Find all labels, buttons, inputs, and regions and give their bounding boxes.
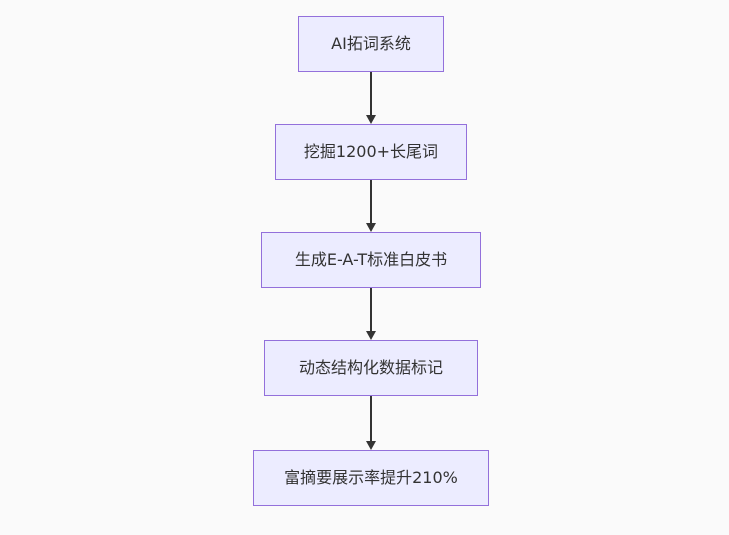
flow-arrow-1 xyxy=(365,72,377,124)
arrowhead-icon xyxy=(366,441,376,450)
arrowhead-icon xyxy=(366,115,376,124)
node-label: 富摘要展示率提升210% xyxy=(284,468,458,487)
flow-arrow-2 xyxy=(365,180,377,232)
node-label: 挖掘1200+长尾词 xyxy=(303,142,439,161)
flowchart-node-eat-whitepaper: 生成E-A-T标准白皮书 xyxy=(261,232,481,288)
flow-arrow-4 xyxy=(365,396,377,450)
arrow-line xyxy=(370,288,372,332)
node-label: 生成E-A-T标准白皮书 xyxy=(294,250,448,269)
arrow-line xyxy=(370,396,372,442)
flowchart-node-structured-data-markup: 动态结构化数据标记 xyxy=(264,340,478,396)
flowchart-node-longtail-mining: 挖掘1200+长尾词 xyxy=(275,124,467,180)
node-label: 动态结构化数据标记 xyxy=(298,358,443,377)
arrow-line xyxy=(370,72,372,116)
flow-arrow-3 xyxy=(365,288,377,340)
flowchart-node-ai-keyword-system: AI拓词系统 xyxy=(298,16,444,72)
arrow-line xyxy=(370,180,372,224)
arrowhead-icon xyxy=(366,331,376,340)
node-label: AI拓词系统 xyxy=(331,34,411,53)
arrowhead-icon xyxy=(366,223,376,232)
flowchart-node-rich-snippet-result: 富摘要展示率提升210% xyxy=(253,450,489,506)
